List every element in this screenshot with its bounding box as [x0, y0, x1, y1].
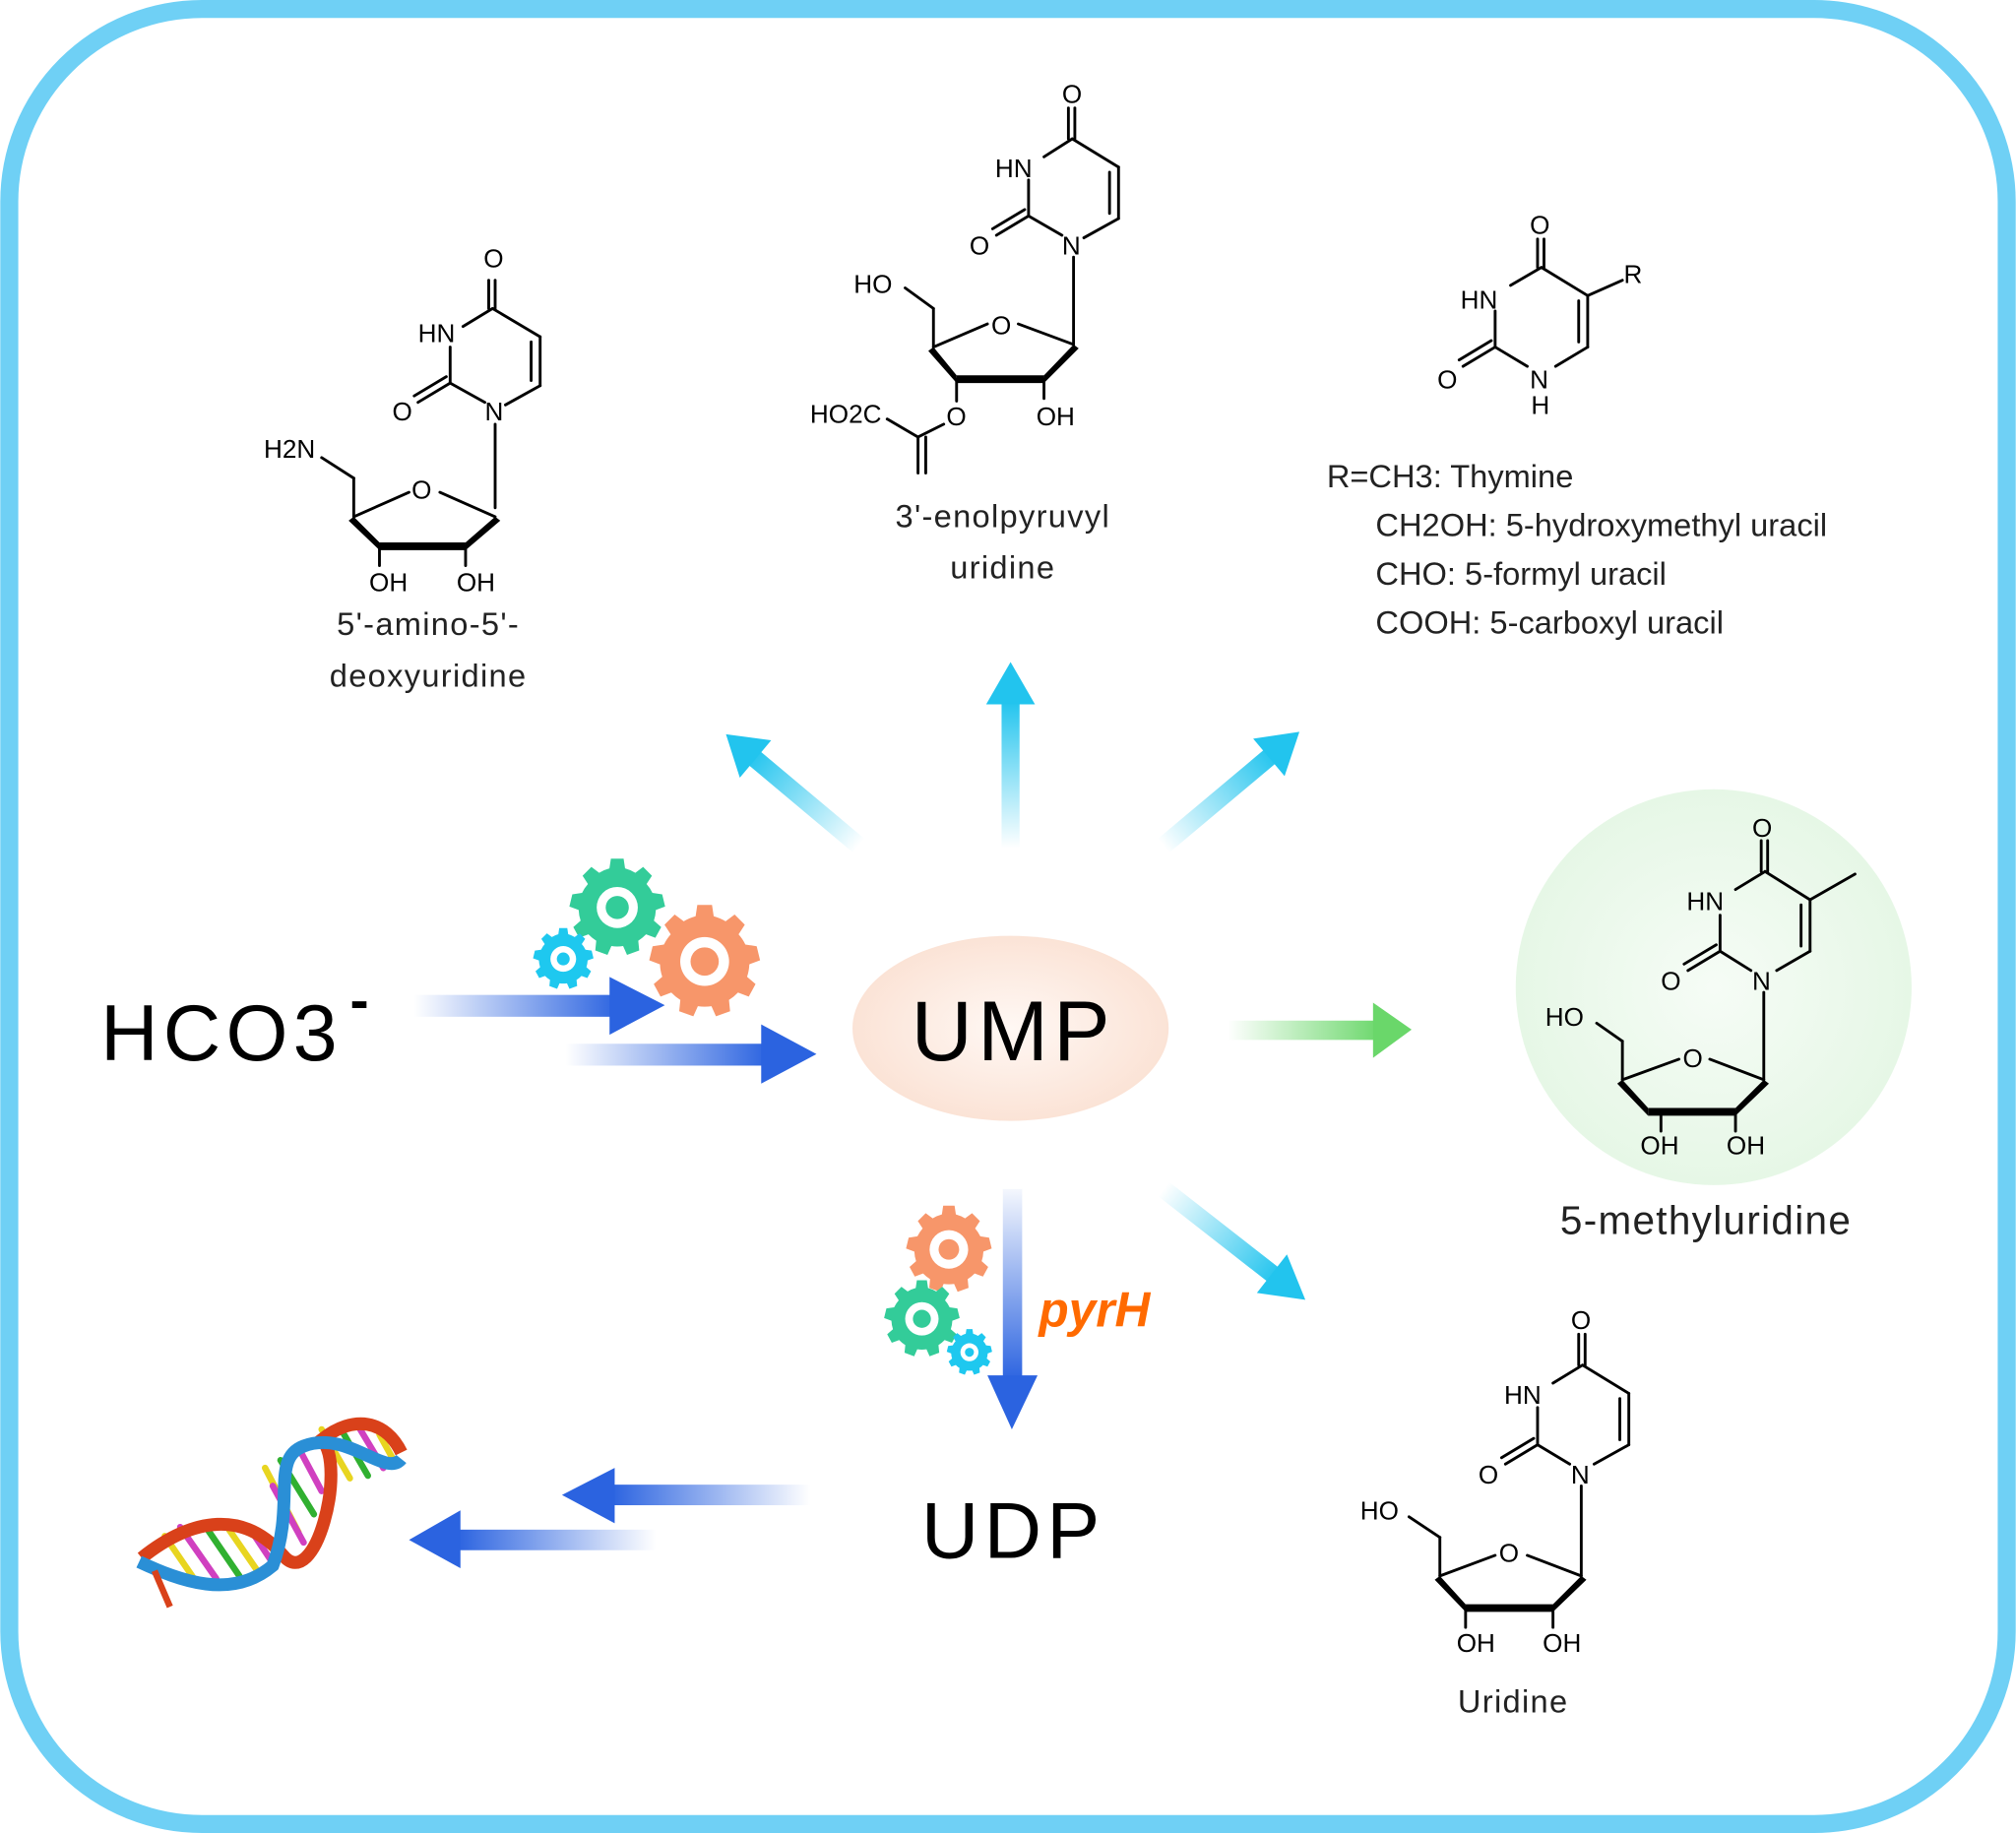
arrow-hco3-to-ump-lower [565, 1024, 817, 1084]
arrow-to-uridine [1158, 1181, 1306, 1300]
dna-helix-icon [136, 1417, 408, 1609]
atom-o: O [483, 244, 503, 274]
atom-n: N [485, 397, 504, 426]
atom-o: O [991, 310, 1011, 340]
atom-hn: HN [1686, 886, 1724, 916]
atom-hn: HN [418, 318, 456, 348]
arrow-to-methyluridine [1228, 1002, 1413, 1058]
substrate-charge: - [349, 969, 373, 1032]
product-name-enolpyruvyl-line2: uridine [950, 549, 1055, 586]
enzyme-gears-icon [533, 858, 761, 1017]
atom-ho: HO [1360, 1495, 1399, 1525]
product-name-uridine: Uridine [1458, 1682, 1569, 1719]
atom-o: O [393, 397, 412, 426]
atom-oh: OH [369, 568, 408, 598]
atom-h2n: H2N [264, 434, 315, 464]
r-group-legend: R=CH3: Thymine CH2OH: 5-hydroxymethyl ur… [1327, 458, 1827, 641]
atom-h: H [1531, 390, 1549, 419]
atom-oh: OH [1457, 1628, 1495, 1658]
atom-ho2c: HO2C [810, 400, 882, 429]
atom-hn: HN [1461, 284, 1498, 314]
atom-o: O [946, 402, 966, 431]
atom-o: O [1661, 966, 1680, 995]
arrow-hco3-to-ump-upper [413, 977, 665, 1036]
ump-label: UMP [912, 984, 1115, 1079]
atom-o: O [1571, 1305, 1591, 1335]
legend-line: COOH: 5-carboxyl uracil [1375, 604, 1724, 641]
product-name-methyluridine: 5-methyluridine [1560, 1198, 1852, 1243]
atom-r: R [1623, 259, 1642, 288]
atom-oh: OH [1037, 402, 1075, 431]
arrow-to-uracil-derivatives [1158, 731, 1300, 853]
atom-ho: HO [1545, 1002, 1584, 1032]
legend-line: R=CH3: Thymine [1327, 458, 1574, 494]
atom-o: O [970, 231, 989, 261]
atom-n: N [1571, 1460, 1590, 1489]
arrow-to-enolpyruvyl [985, 662, 1036, 849]
atom-o: O [1062, 79, 1082, 108]
structure-aminodeoxyuridine: O HN N O H2N O OH OH 5'-amino-5'- deoxyu… [264, 244, 542, 693]
atom-oh: OH [457, 568, 495, 598]
atom-o: O [411, 475, 431, 505]
atom-n: N [1062, 231, 1081, 261]
atom-o: O [1479, 1460, 1498, 1489]
arrow-ump-to-udp [987, 1188, 1039, 1429]
atom-oh: OH [1640, 1131, 1678, 1161]
product-name-enolpyruvyl-line1: 3'-enolpyruvyl [896, 497, 1111, 534]
atom-o: O [1752, 813, 1772, 843]
atom-n: N [1752, 966, 1771, 995]
atom-ho: HO [853, 270, 892, 299]
atom-oh: OH [1727, 1131, 1765, 1161]
atom-hn: HN [1504, 1380, 1542, 1410]
ump-node [852, 935, 1169, 1121]
arrow-to-aminodeoxyuridine [725, 733, 865, 853]
enzyme-label-pyrh: pyrH [1037, 1283, 1151, 1338]
legend-line: CHO: 5-formyl uracil [1375, 555, 1666, 592]
udp-label: UDP [921, 1487, 1105, 1576]
pyrh-gears-icon [884, 1205, 992, 1375]
structure-uracil-derivatives: O R HN N H O R=CH3: Thymine CH2OH: 5-hyd… [1327, 211, 1827, 641]
legend-line: CH2OH: 5-hydroxymethyl uracil [1375, 506, 1827, 542]
structure-uridine: O HN N O HO O OH OH [1360, 1305, 1631, 1658]
atom-o: O [1530, 211, 1549, 240]
product-name-aminodeoxyuridine-line1: 5'-amino-5'- [337, 605, 520, 642]
product-name-aminodeoxyuridine-line2: deoxyuridine [330, 657, 528, 693]
atom-o: O [1683, 1043, 1703, 1073]
arrow-udp-to-dna-upper [561, 1468, 810, 1524]
structure-methyluridine: O HN N O HO O OH OH [1545, 813, 1857, 1161]
methyluridine-highlight [1515, 789, 1912, 1185]
structure-enolpyruvyl-uridine: O HN N O HO O O OH HO2C 3'-enolpyruvyl u… [810, 79, 1120, 586]
atom-hn: HN [995, 154, 1033, 183]
atom-n: N [1530, 364, 1548, 394]
arrow-udp-to-dna-lower [409, 1510, 657, 1569]
atom-oh: OH [1543, 1628, 1581, 1658]
substrate-hco3: HCO3 [100, 989, 343, 1078]
atom-o: O [1437, 364, 1457, 394]
atom-o: O [1499, 1538, 1519, 1567]
